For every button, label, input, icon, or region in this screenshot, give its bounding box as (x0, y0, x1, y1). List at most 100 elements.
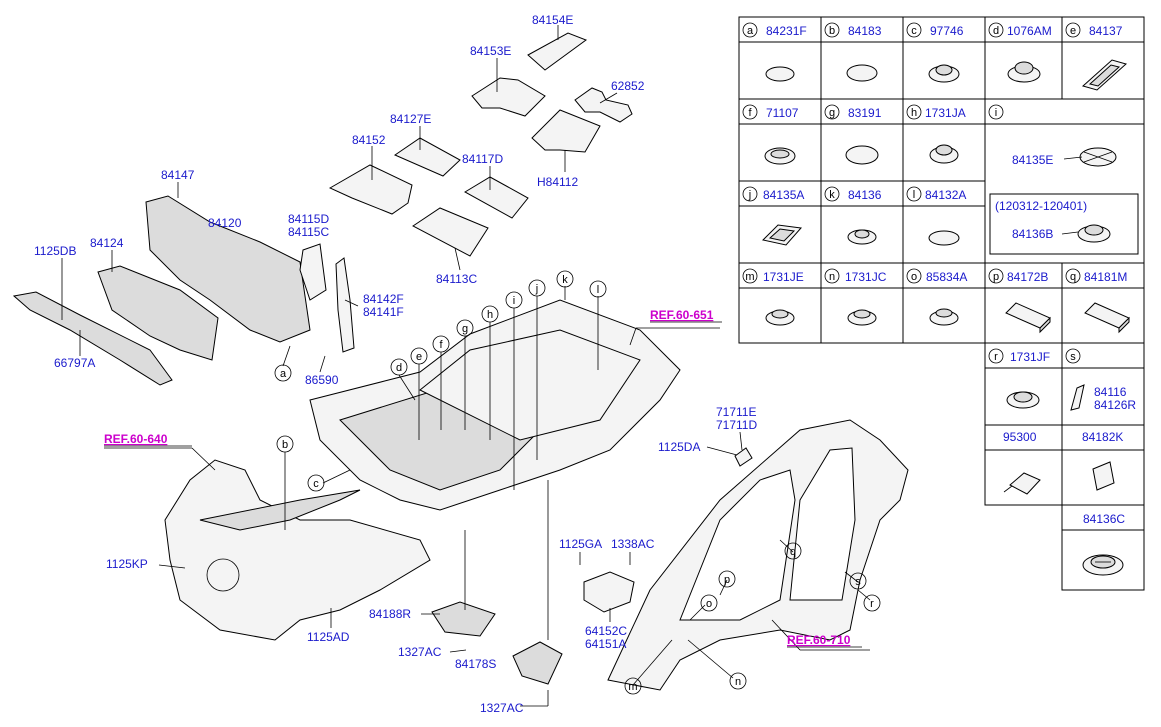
part-84188R (431, 601, 496, 637)
callout-letter-d: d (390, 358, 408, 376)
callout-1125AD: 1125AD (307, 630, 350, 644)
callout-84178S: 84178S (455, 657, 496, 671)
callout-letter-b: b (276, 435, 294, 453)
svg-text:84136: 84136 (848, 188, 882, 202)
callout-84115D: 84115D (288, 212, 329, 226)
svg-text:n: n (829, 271, 835, 283)
callout-84147: 84147 (161, 168, 195, 182)
grommet-icon (847, 229, 877, 245)
svg-text:m: m (628, 681, 637, 693)
callout-letter-i: i (505, 291, 523, 309)
svg-text:d: d (396, 362, 402, 374)
legend-row-6: 95300 84182K (1003, 430, 1123, 495)
pad-84113C (412, 207, 489, 257)
callout-H84112: H84112 (537, 175, 578, 189)
plug-icon (846, 64, 878, 82)
pad-block-icon (1005, 302, 1051, 334)
callout-84141F: 84141F (363, 305, 404, 319)
callout-1338AC: 1338AC (611, 537, 655, 551)
cap-icon (1082, 554, 1124, 576)
legend-table (738, 16, 1145, 591)
bracket-84142F (335, 257, 355, 353)
svg-text:l: l (913, 189, 915, 201)
svg-text:84137: 84137 (1089, 24, 1123, 38)
svg-text:i: i (513, 295, 515, 307)
callout-letter-q: q (784, 542, 802, 560)
callout-letter-f: f (432, 335, 450, 353)
callout-1327AC-a: 1327AC (398, 645, 442, 659)
callout-84115C: 84115C (288, 225, 329, 239)
pad-84154E (527, 32, 588, 71)
pad-84117D (463, 176, 529, 219)
part-71711 (734, 447, 753, 467)
svg-text:k: k (829, 189, 835, 201)
callout-84154E: 84154E (532, 13, 573, 27)
svg-text:q: q (790, 546, 796, 558)
callout-86590: 86590 (305, 373, 339, 387)
svg-text:1731JA: 1731JA (925, 106, 966, 120)
legend-i-part: 84135E (1012, 153, 1053, 167)
svg-text:i: i (995, 107, 997, 119)
legend-part-84182K: 84182K (1082, 430, 1123, 444)
svg-text:84231F: 84231F (766, 24, 807, 38)
svg-text:e: e (1070, 25, 1076, 37)
part-64152C (583, 571, 635, 613)
part-84178S (512, 641, 563, 685)
svg-text:84135A: 84135A (763, 188, 804, 202)
svg-text:a: a (280, 368, 287, 380)
callout-84124: 84124 (90, 236, 124, 250)
cap-icon (1077, 224, 1111, 243)
svg-text:k: k (562, 274, 568, 286)
side-panel (607, 419, 909, 691)
svg-text:o: o (706, 598, 712, 610)
svg-text:m: m (745, 271, 754, 283)
square-pad-icon (1092, 461, 1115, 491)
svg-text:r: r (994, 351, 998, 363)
callout-62852: 62852 (611, 79, 645, 93)
legend-s-part-1: 84116 (1094, 385, 1127, 399)
svg-text:h: h (487, 309, 493, 321)
svg-text:1076AM: 1076AM (1007, 24, 1052, 38)
svg-text:84172B: 84172B (1007, 270, 1048, 284)
callout-letter-s: s (849, 572, 867, 590)
letter-callouts: a b c d e f g h i j k l m n o p q r s (274, 270, 881, 695)
svg-text:j: j (535, 283, 538, 295)
part-callouts: 84154E 84153E 62852 84127E 84152 84117D … (34, 13, 757, 715)
callout-71711D: 71711D (716, 418, 757, 432)
svg-text:1731JC: 1731JC (845, 270, 887, 284)
svg-text:s: s (1070, 351, 1076, 363)
svg-text:c: c (313, 478, 319, 490)
legend-cell-s: s (1065, 348, 1081, 364)
svg-text:n: n (735, 676, 741, 688)
ref-60-640: REF.60-640 (104, 432, 168, 446)
reference-links: REF.60-651 REF.60-640 REF.60-710 (104, 308, 862, 648)
svg-text:f: f (439, 339, 443, 351)
svg-text:85834A: 85834A (926, 270, 967, 284)
svg-text:97746: 97746 (930, 24, 964, 38)
svg-text:b: b (829, 25, 835, 37)
svg-text:q: q (1070, 271, 1076, 283)
svg-text:f: f (748, 107, 752, 119)
callout-1125KP: 1125KP (106, 557, 148, 571)
grommet-icon (765, 309, 795, 326)
legend-row-1-icons (765, 59, 1128, 91)
grommet-icon (847, 309, 877, 326)
legend-cell-i: i (988, 104, 1004, 120)
callout-84142F: 84142F (363, 292, 404, 306)
legend-row-2-icons (764, 144, 959, 165)
legend-cell-n: n 1731JC (824, 268, 887, 284)
grommet-icon (764, 147, 796, 165)
callout-letter-p: p (718, 570, 736, 588)
pad-sheet-icon (1070, 384, 1085, 411)
svg-text:83191: 83191 (848, 106, 882, 120)
small-parts (431, 447, 753, 685)
svg-text:c: c (911, 25, 917, 37)
